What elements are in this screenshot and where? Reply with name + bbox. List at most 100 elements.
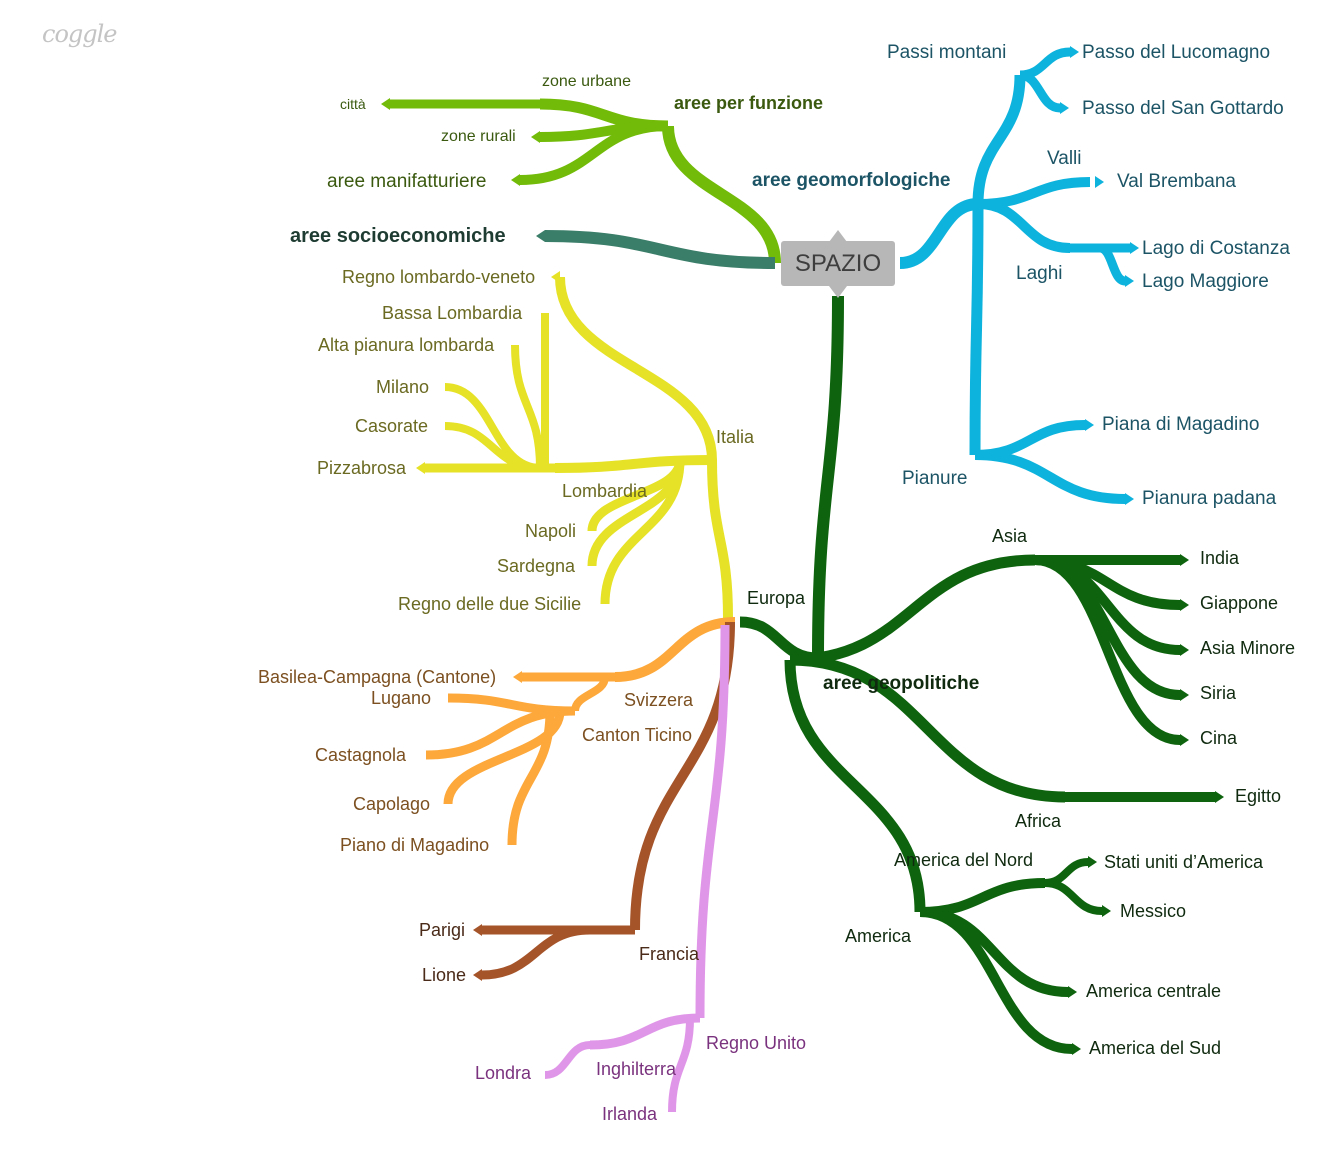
edge-passi-gottardo — [1019, 70, 1061, 113]
node-aree-socioeconomiche[interactable]: aree socioeconomiche — [290, 225, 506, 247]
node-egitto[interactable]: Egitto — [1235, 786, 1282, 806]
node-lago-maggiore[interactable]: Lago Maggiore — [1142, 271, 1269, 292]
tip-egitto[interactable] — [1215, 791, 1224, 803]
node-val-brembana[interactable]: Val Brembana — [1117, 171, 1236, 192]
node-pizzabrosa[interactable]: Pizzabrosa — [317, 458, 407, 478]
tip-basilea[interactable] — [513, 671, 522, 683]
node-valli[interactable]: Valli — [1047, 148, 1082, 169]
edge-europa-italia — [707, 459, 733, 619]
tip-piana[interactable] — [1085, 419, 1094, 431]
node-giappone[interactable]: Giappone — [1200, 593, 1279, 613]
tip-asiaminore[interactable] — [1180, 644, 1189, 656]
tip-siria[interactable] — [1180, 689, 1189, 701]
node-stati-uniti[interactable]: Stati uniti d’America — [1104, 852, 1264, 872]
edge-ticino-magadino — [507, 710, 555, 846]
node-lione[interactable]: Lione — [422, 965, 467, 985]
tip-lucomagno[interactable] — [1070, 46, 1079, 58]
tip-lione[interactable] — [473, 969, 482, 981]
node-citta[interactable]: città — [340, 96, 366, 112]
tip-gottardo[interactable] — [1060, 102, 1069, 114]
node-aree-manifatturiere[interactable]: aree manifatturiere — [327, 171, 487, 192]
tip-padana[interactable] — [1125, 493, 1134, 505]
node-capolago[interactable]: Capolago — [353, 794, 431, 814]
node-alta-pianura-lombarda[interactable]: Alta pianura lombarda — [318, 335, 495, 355]
tip-cina[interactable] — [1180, 734, 1189, 746]
node-regno-lombardo-veneto[interactable]: Regno lombardo-veneto — [342, 267, 536, 287]
node-regno-due-sicilie[interactable]: Regno delle due Sicilie — [398, 594, 582, 614]
node-parigi[interactable]: Parigi — [419, 920, 466, 940]
node-basilea-campagna[interactable]: Basilea-Campagna (Cantone) — [258, 667, 497, 687]
tip-socio[interactable] — [536, 230, 545, 242]
tip-brembana[interactable] — [1095, 176, 1104, 188]
node-irlanda[interactable]: Irlanda — [602, 1104, 658, 1124]
edge-passi-lucomagno — [1019, 47, 1071, 80]
node-america-nord[interactable]: America del Nord — [894, 850, 1034, 870]
tip-rlv[interactable] — [551, 271, 560, 283]
node-asia-minore[interactable]: Asia Minore — [1200, 638, 1296, 658]
node-svizzera[interactable]: Svizzera — [624, 690, 694, 710]
node-asia[interactable]: Asia — [992, 526, 1028, 546]
root-node[interactable]: SPAZIO — [781, 241, 895, 286]
tip-giappone[interactable] — [1180, 599, 1189, 611]
tip-pizzabrosa[interactable] — [416, 462, 425, 474]
root-node-bottom-handle[interactable] — [829, 286, 847, 298]
node-castagnola[interactable]: Castagnola — [315, 745, 407, 765]
edge-ticino-capolago — [443, 710, 565, 805]
node-milano[interactable]: Milano — [376, 377, 430, 397]
tip-citta[interactable] — [381, 98, 390, 110]
tip-usa[interactable] — [1088, 856, 1097, 868]
tip-costanza[interactable] — [1130, 242, 1139, 254]
tip-parigi[interactable] — [473, 924, 482, 936]
node-passo-lucomagno[interactable]: Passo del Lucomagno — [1082, 42, 1271, 63]
node-aree-per-funzione[interactable]: aree per funzione — [674, 93, 824, 113]
edge-nord-messico — [1044, 879, 1103, 915]
node-laghi[interactable]: Laghi — [1016, 263, 1063, 284]
node-lago-costanza[interactable]: Lago di Costanza — [1142, 238, 1290, 259]
node-siria[interactable]: Siria — [1200, 683, 1237, 703]
root-node-top-handle[interactable] — [829, 230, 847, 242]
node-zone-rurali[interactable]: zone rurali — [441, 128, 516, 145]
node-inghilterra[interactable]: Inghilterra — [596, 1059, 677, 1079]
node-passo-san-gottardo[interactable]: Passo del San Gottardo — [1082, 98, 1284, 119]
node-america[interactable]: America — [845, 926, 912, 946]
node-regno-unito[interactable]: Regno Unito — [706, 1033, 807, 1053]
node-lombardia[interactable]: Lombardia — [562, 481, 648, 501]
tip-manif[interactable] — [511, 174, 520, 186]
tip-centrale[interactable] — [1068, 986, 1077, 998]
tip-sud[interactable] — [1072, 1043, 1081, 1055]
node-messico[interactable]: Messico — [1120, 901, 1187, 921]
node-francia[interactable]: Francia — [639, 944, 700, 964]
node-lugano[interactable]: Lugano — [371, 688, 432, 708]
edge-geopol-europa — [739, 616, 819, 664]
tip-india[interactable] — [1180, 554, 1189, 566]
edge-funzione-manif — [519, 121, 669, 185]
node-bassa-lombardia[interactable]: Bassa Lombardia — [382, 303, 523, 323]
node-pianura-padana[interactable]: Pianura padana — [1142, 488, 1277, 509]
edge-america-nord — [919, 878, 1046, 917]
node-piano-magadino[interactable]: Piano di Magadino — [340, 835, 490, 855]
node-aree-geomorfologiche[interactable]: aree geomorfologiche — [752, 170, 951, 191]
edge-inghilterra-londra — [544, 1041, 591, 1079]
node-pianure[interactable]: Pianure — [902, 468, 968, 489]
tip-maggiore[interactable] — [1125, 275, 1134, 287]
node-londra[interactable]: Londra — [475, 1063, 532, 1083]
node-aree-geopolitiche[interactable]: aree geopolitiche — [823, 673, 980, 694]
node-piana-magadino[interactable]: Piana di Magadino — [1102, 414, 1260, 435]
node-america-sud[interactable]: America del Sud — [1089, 1038, 1222, 1058]
node-casorate[interactable]: Casorate — [355, 416, 429, 436]
node-zone-urbane[interactable]: zone urbane — [542, 73, 631, 90]
tip-zone-rurali[interactable] — [531, 131, 540, 143]
node-sardegna[interactable]: Sardegna — [497, 556, 576, 576]
tip-messico[interactable] — [1102, 905, 1111, 917]
node-africa[interactable]: Africa — [1015, 811, 1062, 831]
node-canton-ticino[interactable]: Canton Ticino — [582, 725, 693, 745]
node-europa[interactable]: Europa — [747, 588, 806, 608]
node-india[interactable]: India — [1200, 548, 1240, 568]
node-napoli[interactable]: Napoli — [525, 521, 577, 541]
node-cina[interactable]: Cina — [1200, 728, 1238, 748]
node-italia[interactable]: Italia — [716, 427, 755, 447]
edge-francia-lione — [481, 925, 591, 980]
node-passi-montani[interactable]: Passi montani — [887, 42, 1007, 63]
node-america-centrale[interactable]: America centrale — [1086, 981, 1222, 1001]
